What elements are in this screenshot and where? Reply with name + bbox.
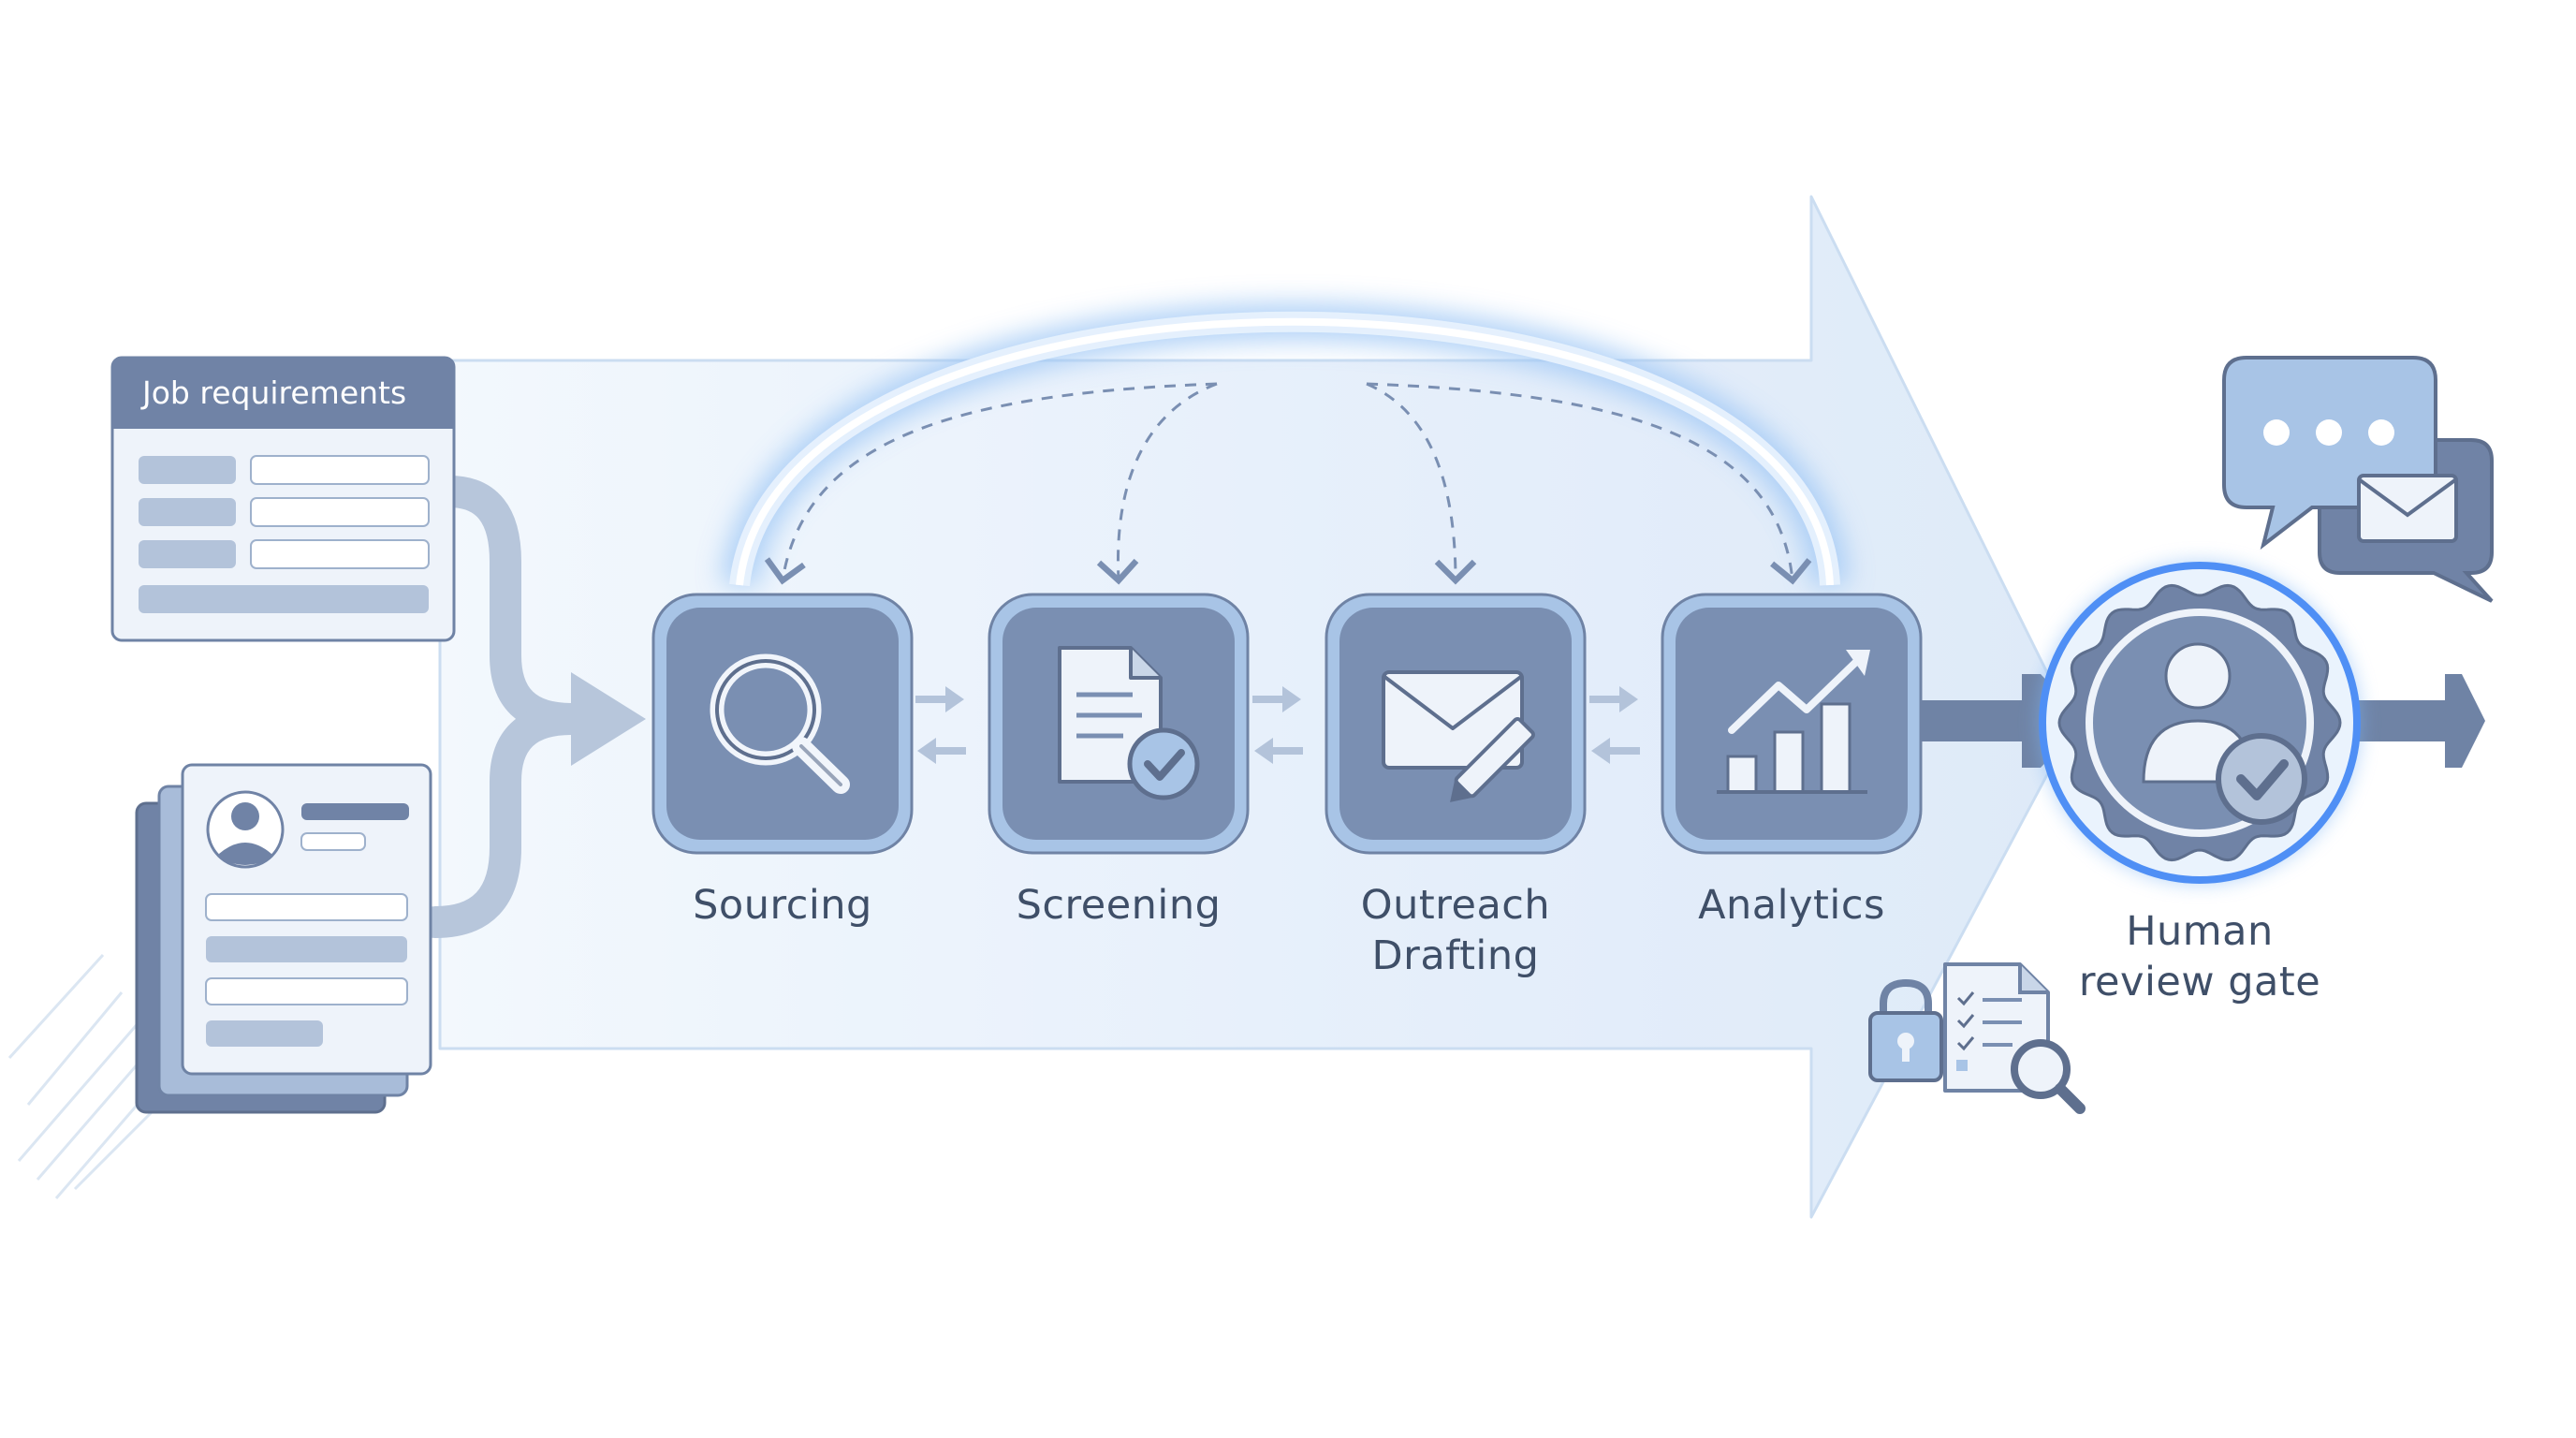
avatar-icon <box>206 790 285 869</box>
job-requirements-title: Job requirements <box>142 374 407 411</box>
audit-magnifier-icon <box>2011 1039 2086 1114</box>
stage-label-sourcing: Sourcing <box>693 882 872 929</box>
padlock-icon <box>1868 978 1943 1082</box>
dispatch-arrow-sourcing <box>764 382 1218 585</box>
stage-label-outreach-drafting: Outreach Drafting <box>1360 882 1551 979</box>
user-check-badge-icon <box>2142 642 2307 825</box>
magnifier-icon <box>710 653 850 794</box>
job-requirements-card <box>110 356 456 642</box>
document-check-icon <box>1058 646 1200 800</box>
bar-chart-trend-icon <box>1717 650 1870 794</box>
envelope-icon <box>2357 474 2458 543</box>
candidate-profile-stack <box>135 763 432 1114</box>
connector-outreach-analytics <box>1589 686 1640 764</box>
pipeline-arrow-band <box>438 195 2075 1219</box>
stage-label-analytics: Analytics <box>1698 882 1885 929</box>
connector-sourcing-screening <box>915 686 966 764</box>
envelope-pencil-icon <box>1382 670 1535 802</box>
decorative-hatch <box>7 953 189 1199</box>
chat-bubbles-icon <box>2222 356 2494 603</box>
stage-tile-outreach <box>1325 593 1587 855</box>
stage-tile-screening <box>988 593 1250 855</box>
connector-screening-outreach <box>1252 686 1303 764</box>
arrow-from-gate <box>2354 674 2485 768</box>
dispatch-arrow-outreach <box>1366 382 1477 585</box>
input-merge-arrow <box>419 476 646 938</box>
stage-connectors <box>915 686 1640 764</box>
stage-label-screening: Screening <box>1016 882 1222 929</box>
stage-tile-analytics <box>1661 593 1923 855</box>
stage-tile-sourcing <box>651 593 914 855</box>
gate-label: Human review gate <box>2078 908 2321 1005</box>
human-review-gate-badge <box>2039 562 2361 884</box>
orchestration-arc <box>721 302 1849 588</box>
dispatch-arrow-analytics <box>1366 382 1812 585</box>
dispatch-arrow-screening <box>1096 382 1218 585</box>
dispatch-arrows <box>764 382 1812 585</box>
